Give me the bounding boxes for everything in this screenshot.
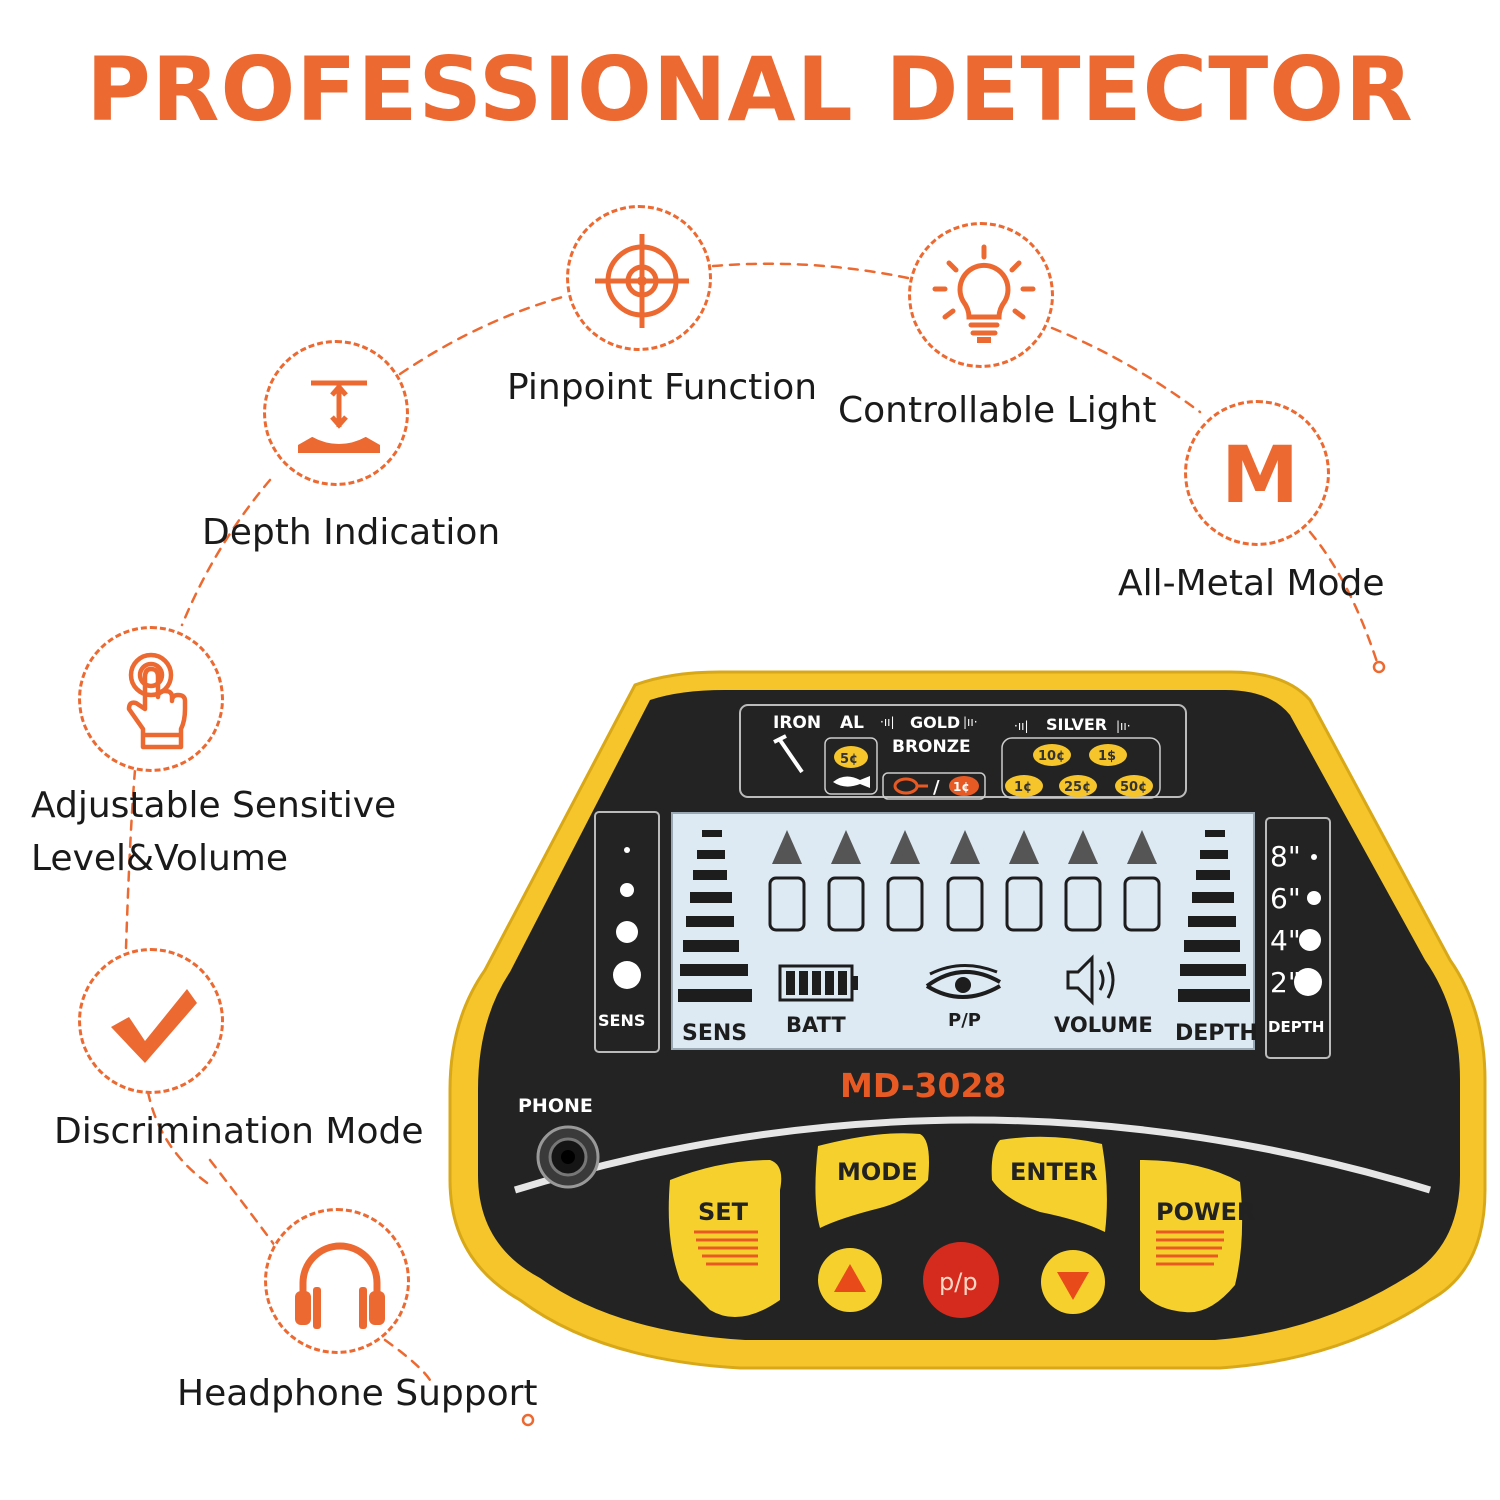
light-bulb-icon: [932, 244, 1036, 343]
battery-icon: [778, 964, 858, 1002]
target-iron-label: IRON: [773, 713, 821, 733]
mode-button[interactable]: MODE: [815, 1133, 929, 1228]
power-button-label: POWER: [1156, 1198, 1255, 1226]
down-arrow-icon: [1057, 1272, 1089, 1300]
target-al-label: AL: [840, 713, 864, 733]
left-panel-sens-label: SENS: [598, 1011, 645, 1030]
enter-button-label: ENTER: [1010, 1158, 1098, 1186]
coin-dollar-label: 1$: [1098, 749, 1116, 764]
set-button-label: SET: [698, 1198, 749, 1226]
headphones-icon: [295, 1242, 385, 1329]
phone-label: PHONE: [518, 1095, 593, 1117]
lcd-pp-label: P/P: [948, 1010, 981, 1031]
sens-dot-2: [620, 883, 634, 897]
gold-signal-bars-right: |ıı·: [963, 715, 978, 729]
light-feature-label: Controllable Light: [838, 390, 1157, 431]
headphone-jack[interactable]: [536, 1125, 600, 1189]
silver-signal-bars: ·ıı|: [1014, 719, 1029, 733]
crosshair-target-icon: [595, 234, 689, 328]
gold-signal-bars: ·ıı|: [880, 715, 895, 729]
down-arrow-button[interactable]: [1041, 1250, 1105, 1314]
right-panel-depth-label: DEPTH: [1268, 1018, 1324, 1036]
lcd-depth-bars: [1178, 830, 1250, 1002]
target-gold-label: GOLD: [910, 713, 960, 732]
silver-signal-bars-right: |ıı·: [1116, 719, 1131, 733]
coin-50-label: 50¢: [1120, 780, 1147, 795]
headphone-feature-label: Headphone Support: [177, 1373, 538, 1414]
set-button[interactable]: SET: [668, 1160, 782, 1318]
headphone-feature-circle: [264, 1208, 410, 1354]
lcd-depth-label: DEPTH: [1175, 1021, 1258, 1046]
speaker-icon: [1066, 954, 1115, 1006]
pinpoint-button-label: p/p: [939, 1268, 978, 1296]
up-arrow-icon: [834, 1264, 866, 1292]
depth-gauge-icon: [298, 380, 380, 453]
lcd-target-indicators: [768, 830, 1161, 932]
nail-icon: [773, 734, 804, 774]
eye-icon: [925, 963, 1002, 999]
discrimination-feature-circle: [78, 948, 224, 1094]
lcd-sens-label: SENS: [682, 1021, 747, 1046]
allmetal-feature-circle: M: [1184, 400, 1330, 546]
allmetal-feature-label: All-Metal Mode: [1118, 563, 1385, 604]
model-label: MD-3028: [840, 1066, 1006, 1105]
sens-dot-1: [624, 847, 630, 853]
depth-mark-8: 8": [1270, 840, 1301, 873]
pinpoint-feature-circle: [566, 205, 712, 351]
coin-25-label: 25¢: [1064, 780, 1091, 795]
sens-dot-4: [613, 961, 641, 989]
sensitive-feature-label-line2: Level&Volume: [31, 838, 288, 879]
detector-control-box: IRON AL ·ıı| GOLD |ıı· BRONZE ·ıı| SILVE…: [448, 670, 1487, 1370]
coin-1-label: 1¢: [1014, 780, 1032, 795]
mode-button-label: MODE: [837, 1158, 918, 1186]
letter-m-icon: M: [1221, 431, 1299, 521]
depth-mark-6: 6": [1270, 882, 1301, 915]
tap-hand-icon: [126, 652, 188, 750]
light-feature-circle: [908, 222, 1054, 368]
target-bronze-label: BRONZE: [892, 737, 971, 757]
power-button[interactable]: POWER: [1140, 1160, 1255, 1313]
lcd-volume-label: VOLUME: [1054, 1013, 1153, 1037]
enter-button[interactable]: ENTER: [991, 1136, 1107, 1232]
coin-1-red-label: 1¢: [953, 780, 970, 794]
depth-feature-circle: [263, 340, 409, 486]
pinpoint-button[interactable]: p/p: [923, 1242, 999, 1318]
depth-mark-4: 4": [1270, 924, 1301, 957]
sensitive-feature-circle: [78, 626, 224, 772]
up-arrow-button[interactable]: [818, 1248, 882, 1312]
sensitive-feature-label-line1: Adjustable Sensitive: [31, 785, 397, 826]
slash-divider: /: [933, 777, 940, 798]
checkmark-icon: [111, 989, 197, 1063]
lcd-batt-label: BATT: [786, 1013, 846, 1037]
pulltab-icon: [833, 776, 870, 788]
coin-10-label: 10¢: [1038, 749, 1065, 764]
depth-feature-label: Depth Indication: [202, 512, 501, 553]
coin-5-label: 5¢: [840, 752, 858, 767]
target-silver-label: SILVER: [1046, 715, 1107, 734]
lcd-sens-bars: [678, 830, 752, 1002]
page-headline: PROFESSIONAL DETECTOR: [86, 38, 1414, 141]
pinpoint-feature-label: Pinpoint Function: [507, 367, 818, 408]
discrimination-feature-label: Discrimination Mode: [54, 1111, 424, 1152]
sens-dot-3: [616, 921, 638, 943]
